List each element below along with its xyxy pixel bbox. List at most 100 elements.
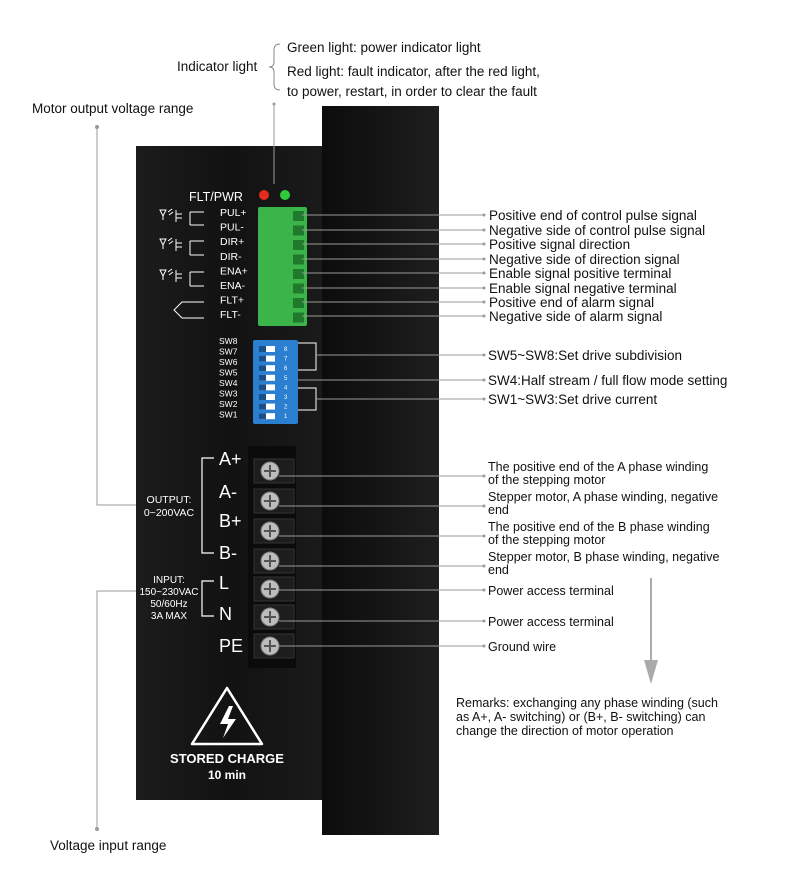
- lightning-bolt-icon: [220, 706, 236, 738]
- terminal-name: L: [219, 573, 229, 593]
- pin-label: PUL-: [220, 222, 244, 234]
- screw-slot-icon: [264, 611, 276, 623]
- dip-number: 7: [284, 357, 288, 363]
- switch-label: SW6: [219, 357, 238, 367]
- terminal-annotations: The positive end of the A phase windingo…: [279, 460, 719, 654]
- switch-label: SW1: [219, 410, 238, 420]
- signal-slot: [293, 240, 304, 250]
- leader-dot: [482, 474, 486, 478]
- input-voltage: 150~230VAC: [139, 587, 198, 598]
- leader-dot: [482, 257, 486, 261]
- pin-label: ENA+: [220, 265, 248, 277]
- terminal-description: The positive end of the B phase winding: [488, 520, 710, 534]
- switch-label: SW2: [219, 399, 238, 409]
- signal-description: Positive end of alarm signal: [489, 295, 654, 310]
- terminal-description: of the stepping motor: [488, 473, 605, 487]
- leader-dot: [482, 619, 486, 623]
- dip-toggle[interactable]: [259, 355, 275, 362]
- screw-slot-icon: [264, 525, 276, 537]
- dip-number: 6: [284, 366, 288, 372]
- dip-toggle-knob: [259, 355, 266, 362]
- dip-toggle-knob: [259, 346, 266, 352]
- screw-slot-icon: [264, 495, 276, 507]
- input-leader-dot: [95, 827, 99, 831]
- dip-toggle[interactable]: [259, 394, 275, 400]
- switch-description: SW1~SW3:Set drive current: [488, 392, 657, 407]
- terminal-description: The positive end of the A phase winding: [488, 460, 708, 474]
- switch-label: SW4: [219, 378, 238, 388]
- remarks-line: Remarks: exchanging any phase winding (s…: [456, 696, 718, 710]
- leader-dot: [482, 242, 486, 246]
- pin-label: FLT+: [220, 295, 244, 307]
- dip-toggle[interactable]: [259, 346, 275, 352]
- terminal-description: end: [488, 563, 509, 577]
- terminal-screws: [253, 458, 295, 659]
- leader-dot: [482, 314, 486, 318]
- dip-toggle[interactable]: [259, 384, 275, 391]
- signal-terminal-block[interactable]: [258, 207, 307, 326]
- dip-toggle[interactable]: [259, 413, 275, 420]
- motor-output-voltage-label: Motor output voltage range: [32, 101, 193, 116]
- optocoupler-ena-icon: [159, 268, 204, 287]
- led-leader-dot: [272, 102, 276, 106]
- switch-label: SW8: [219, 336, 238, 346]
- dip-switch[interactable]: [253, 340, 298, 424]
- dip-toggle[interactable]: [259, 365, 275, 372]
- dip-toggle[interactable]: [259, 403, 275, 410]
- voltage-input-label: Voltage input range: [50, 838, 166, 853]
- driver-side-panel: [322, 106, 439, 835]
- pin-label: DIR-: [220, 251, 242, 263]
- indicator-light-label: Indicator light: [177, 59, 258, 74]
- output-leader-line: [96, 127, 136, 506]
- green-led: [280, 190, 290, 200]
- signal-description: Enable signal negative terminal: [489, 281, 677, 296]
- input-bracket: [201, 580, 214, 617]
- dip-upper-bracket: [298, 342, 317, 371]
- leader-dot: [482, 534, 486, 538]
- leader-dot: [482, 213, 486, 217]
- signal-slot: [293, 211, 304, 221]
- switch-label: SW3: [219, 389, 238, 399]
- dip-toggle-knob: [259, 394, 266, 400]
- signal-terminal-slots: [293, 211, 304, 323]
- indicator-brace: [268, 43, 281, 91]
- switch-description: SW5~SW8:Set drive subdivision: [488, 348, 682, 363]
- dip-toggle[interactable]: [259, 374, 275, 381]
- terminal-description: of the stepping motor: [488, 533, 605, 547]
- terminal-name: PE: [219, 636, 243, 656]
- signal-description: Positive end of control pulse signal: [489, 208, 697, 223]
- green-light-note: Green light: power indicator light: [287, 40, 481, 55]
- signal-description: Negative side of alarm signal: [489, 309, 662, 324]
- input-leader-line: [96, 590, 136, 829]
- signal-description: Negative side of control pulse signal: [489, 223, 705, 238]
- alarm-output-icon: [173, 301, 204, 319]
- red-light-note-line1: Red light: fault indicator, after the re…: [287, 64, 540, 79]
- terminal-name: B+: [219, 511, 242, 531]
- pin-label: FLT-: [220, 309, 241, 321]
- terminal-name: A+: [219, 449, 242, 469]
- signal-annotations: Positive end of control pulse signalNega…: [302, 208, 705, 324]
- leader-dot: [482, 353, 486, 357]
- remarks-line: as A+, A- switching) or (B+, B- switchin…: [456, 710, 705, 724]
- remarks-line: change the direction of motor operation: [456, 724, 674, 738]
- terminal-description: Stepper motor, A phase winding, negative: [488, 490, 718, 504]
- warning-time: 10 min: [208, 768, 246, 782]
- remarks: Remarks: exchanging any phase winding (s…: [456, 696, 718, 738]
- screw-slot-icon: [264, 555, 276, 567]
- output-value: 0~200VAC: [144, 507, 195, 519]
- dip-toggle-knob: [259, 365, 266, 372]
- input-label: INPUT:: [153, 575, 185, 586]
- dip-toggle-knob: [259, 403, 266, 410]
- signal-slot: [293, 269, 304, 279]
- leader-dot: [482, 504, 486, 508]
- dip-number: 4: [284, 385, 288, 391]
- input-frequency: 50/60Hz: [150, 599, 187, 610]
- terminal-description: Power access terminal: [488, 584, 614, 598]
- leader-dot: [482, 378, 486, 382]
- leader-dot: [482, 397, 486, 401]
